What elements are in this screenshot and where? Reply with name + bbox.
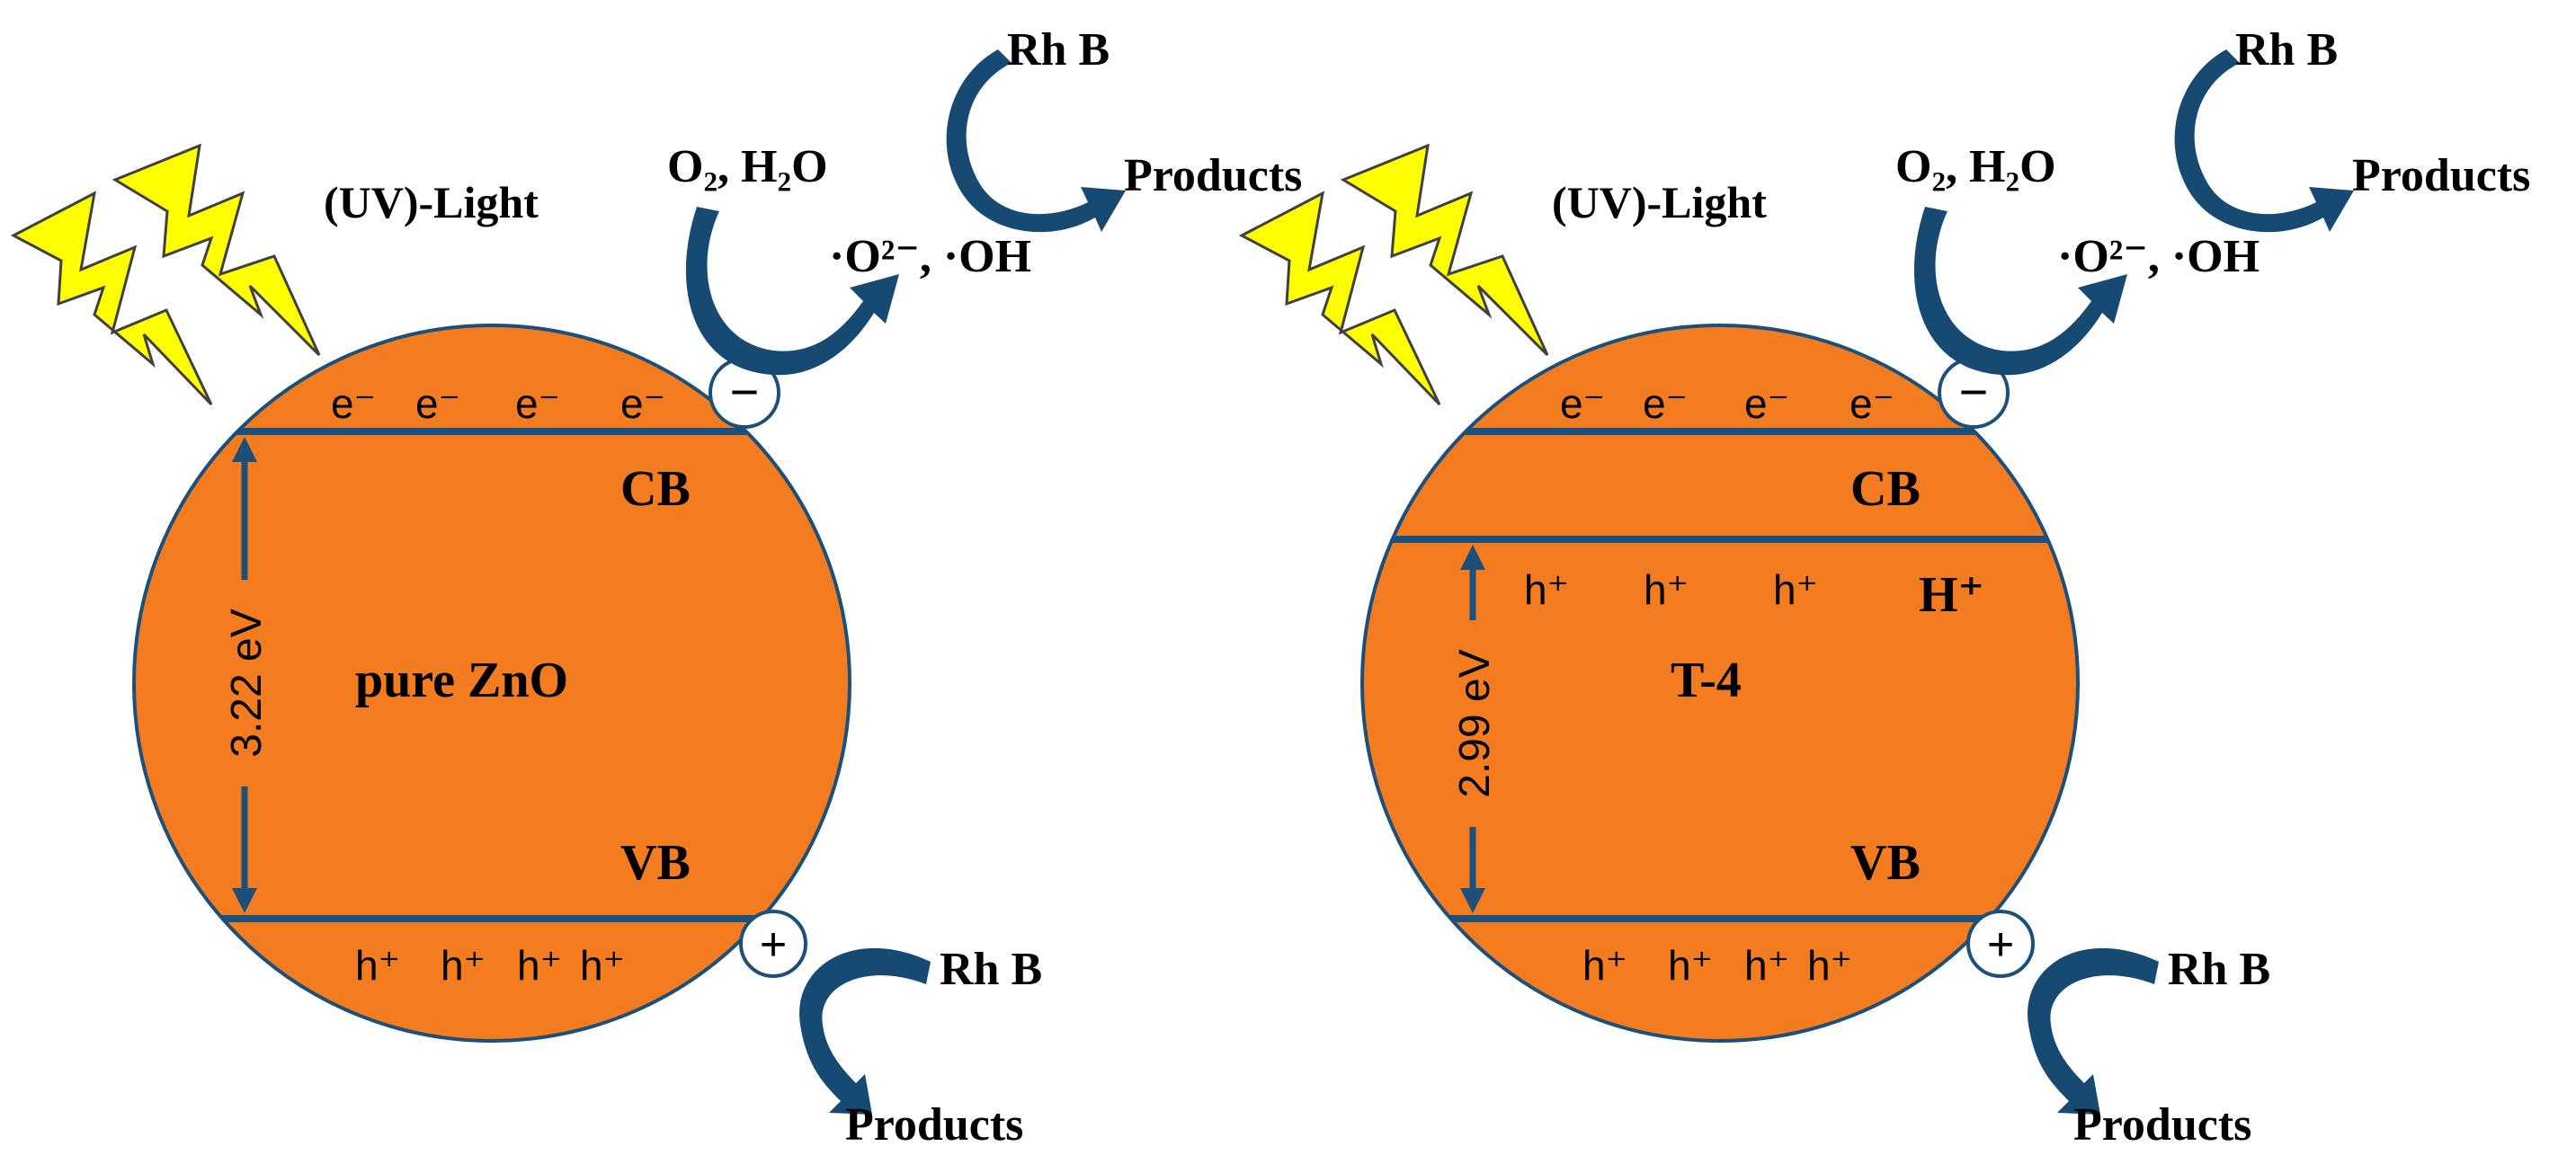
products-label: Products [2073, 1099, 2251, 1151]
minus-circle-icon: − [709, 357, 780, 429]
electron-label: e⁻ [1560, 380, 1605, 427]
svg-text:+: + [1987, 919, 2014, 971]
bandgap-label-bg [1455, 620, 1491, 827]
curved-arrow-icon [799, 947, 931, 1115]
material-label: T-4 [1671, 653, 1742, 708]
hole-label: h⁺ [1524, 566, 1569, 613]
lightning-bolt-icon [10, 191, 213, 406]
lightning-bolt-icon [111, 143, 321, 357]
hole-label: h⁺ [441, 942, 486, 989]
vb-label: VB [1850, 835, 1921, 891]
electron-label: e⁻ [1643, 380, 1688, 427]
hole-label: h⁺ [1807, 942, 1852, 989]
reactants-label: O₂, H₂O [667, 141, 828, 192]
radicals-label: ·O²⁻, ·OH [2057, 231, 2260, 282]
electron-label: e⁻ [415, 380, 460, 427]
hole-row: h⁺ h⁺ h⁺ h⁺ [355, 942, 625, 989]
electron-row: e⁻ e⁻ e⁻ e⁻ [1560, 380, 1894, 427]
lightning-bolt-icon [1340, 143, 1549, 357]
vb-label: VB [620, 835, 691, 891]
hole-label: h⁺ [517, 942, 562, 989]
products-label: Products [2352, 150, 2530, 201]
semiconductor-sphere [132, 324, 851, 1043]
electron-label: e⁻ [1850, 380, 1894, 427]
curved-arrow-icon [946, 49, 1126, 233]
hole-label: h⁺ [1582, 942, 1627, 989]
hole-label: h⁺ [1744, 942, 1789, 989]
curved-arrow-icon [1913, 207, 2127, 376]
hole-label: h⁺ [355, 942, 400, 989]
hole-row: h⁺ h⁺ h⁺ h⁺ [1582, 942, 1852, 989]
rhb-label: Rh B [940, 944, 1042, 995]
curved-arrow-icon [2174, 49, 2354, 233]
hole-label: h⁺ [1668, 942, 1713, 989]
electron-label: e⁻ [1744, 380, 1789, 427]
plus-circle-icon: + [1966, 910, 2035, 978]
bandgap-label: 2.99 eV [1451, 649, 1499, 797]
semiconductor-sphere [1360, 324, 2080, 1043]
svg-text:+: + [760, 919, 787, 971]
plus-circle-icon: + [739, 910, 807, 978]
products-label: Products [845, 1099, 1023, 1151]
mid-hole-row: h⁺ h⁺ h⁺ H⁺ [1524, 566, 1984, 623]
cb-label: CB [1850, 461, 1921, 517]
cb-label: CB [620, 461, 691, 517]
products-label: Products [1124, 150, 1302, 201]
rhb-label: Rh B [2235, 24, 2338, 76]
panel-pure-zno: (UV)-Light e⁻ e⁻ e⁻ e⁻ CB VB pure ZnO 3.… [10, 24, 1302, 1151]
svg-text:−: − [1959, 363, 1989, 420]
hole-label: h⁺ [1773, 566, 1818, 613]
bandgap-label: 3.22 eV [223, 609, 271, 757]
electron-label: e⁻ [331, 380, 376, 427]
electron-label: e⁻ [620, 380, 665, 427]
minus-circle-icon: − [1938, 357, 2010, 429]
curved-arrow-icon [685, 207, 899, 376]
panel-t4: (UV)-Light e⁻ e⁻ e⁻ e⁻ CB VB T-4 h⁺ h⁺ h… [1238, 24, 2530, 1151]
svg-text:−: − [730, 363, 760, 420]
hole-label: h⁺ [580, 942, 625, 989]
h-plus-label: H⁺ [1919, 567, 1984, 623]
material-label: pure ZnO [355, 653, 568, 708]
radicals-label: ·O²⁻, ·OH [829, 231, 1031, 282]
rhb-label: Rh B [1007, 24, 1110, 76]
rhb-label: Rh B [2168, 944, 2270, 995]
lightning-bolt-icon [1238, 191, 1441, 406]
electron-label: e⁻ [515, 380, 560, 427]
light-label: (UV)-Light [324, 177, 539, 227]
curved-arrow-icon [2028, 947, 2159, 1115]
bandgap-label-bg [227, 580, 263, 786]
electron-row: e⁻ e⁻ e⁻ e⁻ [331, 380, 665, 427]
hole-label: h⁺ [1644, 566, 1689, 613]
reactants-label: O₂, H₂O [1895, 141, 2056, 192]
light-label: (UV)-Light [1552, 177, 1767, 227]
